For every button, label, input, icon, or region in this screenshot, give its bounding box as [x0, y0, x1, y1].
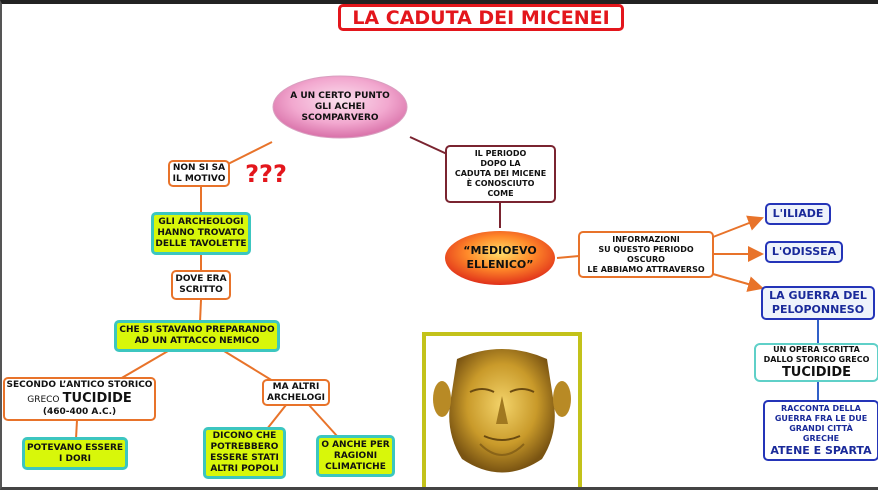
text: ARCHELOGI — [267, 392, 325, 403]
text: SCOMPARVERO — [301, 112, 379, 123]
text: UN OPERA SCRITTA — [773, 344, 860, 354]
node-non-si-sa: NON SI SA IL MOTIVO — [168, 160, 230, 187]
edge — [266, 404, 287, 430]
connectors — [75, 75, 819, 487]
text: SCRITTO — [179, 285, 223, 295]
text: RAGIONI — [333, 450, 378, 461]
medioevo-ellipse — [445, 231, 555, 285]
node-altri: MA ALTRI ARCHELOGI — [262, 379, 330, 406]
edge — [223, 350, 274, 382]
text: GUERRA FRA LE DUE — [774, 414, 868, 423]
text: TUCIDIDE — [781, 364, 852, 380]
text: GLI ACHEI — [314, 101, 366, 112]
text: LA GUERRA DEL — [769, 289, 867, 302]
text: PELOPONNESO — [771, 303, 865, 316]
node-opera: UN OPERA SCRITTA DALLO STORICO GRECO TUC… — [754, 343, 878, 382]
text: GRANDI CITTÀ — [789, 424, 853, 433]
text: A UN CERTO PUNTO — [290, 90, 390, 101]
text: CHE SI STAVANO PREPARANDO — [119, 325, 275, 335]
text: È CONOSCIUTO — [466, 179, 535, 188]
node-climatiche: O ANCHE PER RAGIONI CLIMATICHE — [316, 435, 395, 477]
node-racconta: RACCONTA DELLA GUERRA FRA LE DUE GRANDI … — [763, 400, 878, 461]
text: ELLENICO” — [466, 258, 534, 271]
text: SU QUESTO PERIODO — [598, 244, 694, 254]
text: “MEDIOEVO — [463, 244, 537, 257]
text: POTEVANO ESSERE — [26, 442, 124, 453]
node-archeologi: GLI ARCHEOLOGI HANNO TROVATO DELLE TAVOL… — [151, 212, 251, 255]
node-medioevo: “MEDIOEVO ELLENICO” — [452, 240, 548, 276]
edge — [409, 136, 448, 155]
text: DELLE TAVOLETTE — [155, 239, 247, 249]
achei-ellipse — [272, 75, 408, 139]
text: RACCONTA DELLA — [781, 404, 861, 413]
text: ALTRI POPOLI — [210, 464, 279, 474]
question-marks: ??? — [245, 159, 287, 188]
text: IL PERIODO — [474, 149, 527, 158]
node-achei: A UN CERTO PUNTO GLI ACHEI SCOMPARVERO — [282, 88, 398, 126]
text: I DORI — [59, 453, 91, 464]
node-preparando: CHE SI STAVANO PREPARANDO AD UN ATTACCO … — [114, 320, 280, 352]
text: O ANCHE PER — [321, 439, 390, 450]
node-iliade: L'ILIADE — [765, 203, 831, 225]
text: GLI ARCHEOLOGI — [158, 217, 244, 227]
edge — [75, 419, 78, 440]
text: TUCIDIDE — [62, 391, 132, 406]
text: OSCURO — [627, 254, 665, 264]
text: ATENE E SPARTA — [770, 444, 872, 457]
text: ESSERE STATI — [210, 453, 279, 463]
node-guerra: LA GUERRA DEL PELOPONNESO — [761, 286, 875, 320]
node-secondo: SECONDO L’ANTICO STORICO GRECO TUCIDIDE … — [3, 377, 156, 421]
text: GRECO — [27, 395, 60, 405]
text: NON SI SA — [172, 162, 226, 173]
edge — [199, 299, 202, 323]
edge — [556, 255, 580, 259]
edge — [308, 404, 338, 437]
text: MA ALTRI — [272, 381, 320, 392]
text: GRECHE — [802, 434, 840, 443]
edge — [119, 350, 169, 380]
arrow — [712, 273, 764, 292]
node-dicono: DICONO CHE POTREBBERO ESSERE STATI ALTRI… — [203, 427, 286, 479]
node-informazioni: INFORMAZIONI SU QUESTO PERIODO OSCURO LE… — [578, 231, 714, 278]
edge — [227, 141, 273, 165]
text: DOVE ERA — [175, 274, 227, 284]
node-dori: POTEVANO ESSERE I DORI — [22, 437, 128, 470]
text: DOPO LA — [480, 159, 521, 168]
node-dove: DOVE ERA SCRITTO — [171, 270, 231, 300]
node-periodo: IL PERIODO DOPO LA CADUTA DEI MICENE È C… — [445, 145, 556, 203]
text: CADUTA DEI MICENE — [454, 169, 547, 178]
text: COME — [487, 189, 514, 198]
text: DICONO CHE — [212, 431, 277, 441]
node-odissea: L'ODISSEA — [765, 241, 843, 263]
text: IL MOTIVO — [172, 173, 226, 184]
text: SECONDO L’ANTICO STORICO — [6, 380, 153, 390]
arrow — [712, 215, 764, 238]
text: LE ABBIAMO ATTRAVERSO — [587, 264, 705, 274]
text: DALLO STORICO GRECO — [763, 354, 870, 364]
page-title: LA CADUTA DEI MICENEI — [338, 4, 624, 31]
text: AD UN ATTACCO NEMICO — [134, 336, 260, 346]
text: INFORMAZIONI — [612, 234, 680, 244]
text: POTREBBERO — [210, 442, 279, 452]
text: HANNO TROVATO — [157, 228, 245, 238]
text: (460-400 A.C.) — [42, 407, 117, 417]
text: CLIMATICHE — [325, 461, 386, 472]
golden-mask-icon — [433, 349, 571, 473]
